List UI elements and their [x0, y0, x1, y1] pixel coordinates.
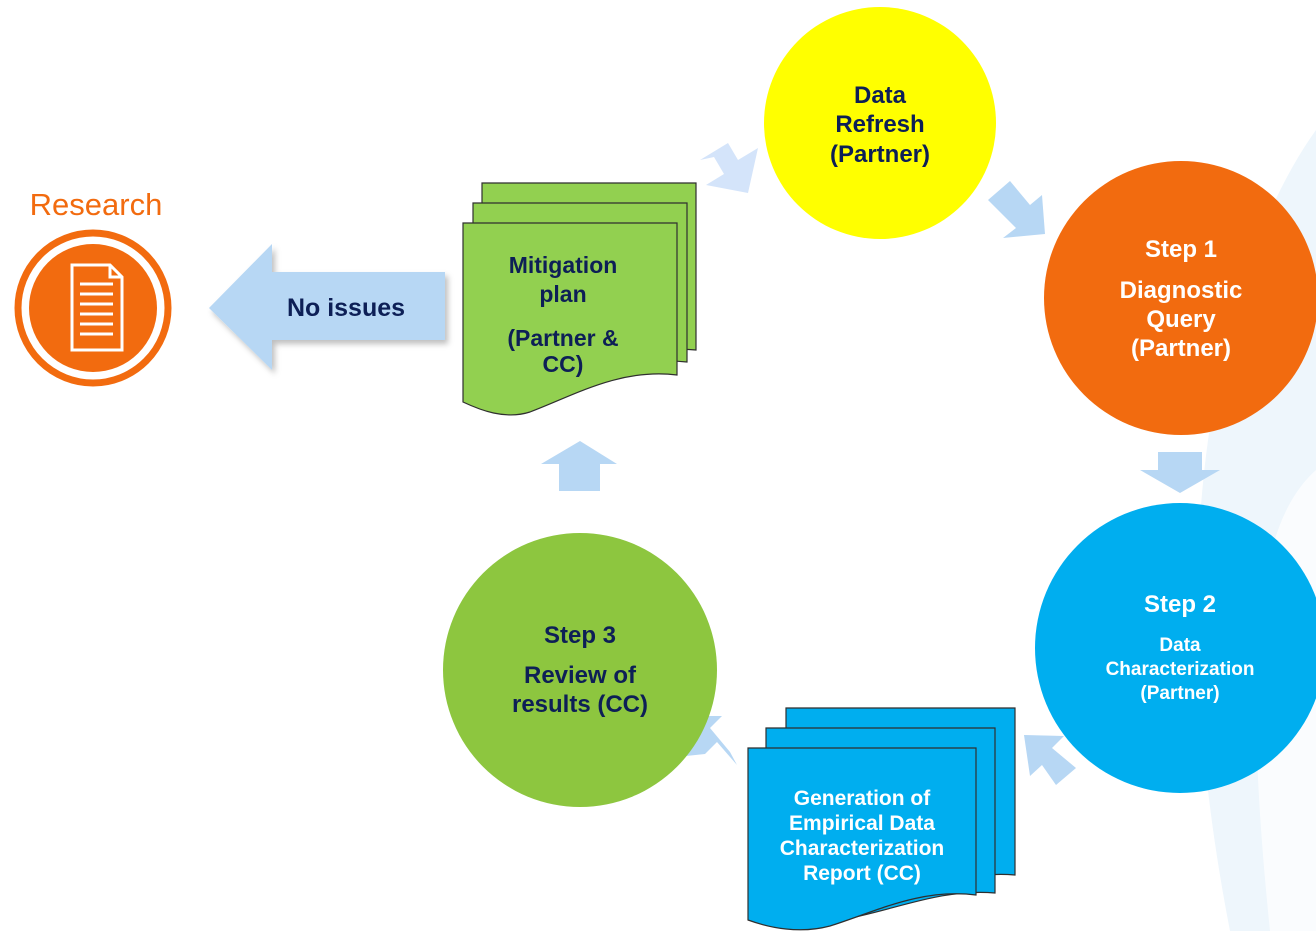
- step2-title: Step 2: [1144, 591, 1216, 618]
- step1-title: Step 1: [1145, 236, 1217, 263]
- data-refresh-circle: [764, 7, 996, 239]
- document-icon: [14, 229, 172, 387]
- report-line-1: Generation of: [794, 787, 932, 810]
- report-line-3: Characterization: [780, 837, 945, 860]
- step1-line-2: Query: [1146, 306, 1216, 333]
- arrow-to-step2: [1140, 452, 1220, 493]
- no-issues-label: No issues: [287, 294, 405, 322]
- step3-circle: [443, 533, 717, 807]
- mitigation-line-1: Mitigation: [509, 252, 618, 278]
- step1-line-1: Diagnostic: [1120, 277, 1243, 304]
- step2-circle: [1035, 503, 1316, 793]
- step3-line-1: Review of: [524, 662, 637, 689]
- arrow-to-mitigation: [541, 441, 617, 491]
- data-refresh-line-2: Refresh: [835, 111, 924, 138]
- step3-line-2: results (CC): [512, 691, 648, 718]
- arrow-to-step1: [988, 181, 1045, 238]
- mitigation-line-3: (Partner &: [507, 325, 618, 351]
- step2-line-3: (Partner): [1140, 683, 1219, 704]
- no-issues-arrow: [209, 244, 445, 370]
- arrow-to-data-refresh: [700, 143, 758, 193]
- step1-line-3: (Partner): [1131, 335, 1231, 362]
- step2-line-1: Data: [1159, 635, 1201, 656]
- mitigation-line-2: plan: [539, 281, 586, 307]
- step2-line-2: Characterization: [1106, 659, 1255, 680]
- data-refresh-line-1: Data: [854, 82, 907, 109]
- step1-circle: [1044, 161, 1316, 435]
- data-refresh-line-3: (Partner): [830, 141, 930, 168]
- arrow-to-report: [1024, 735, 1076, 785]
- report-line-2: Empirical Data: [789, 812, 935, 835]
- report-document: [747, 707, 1016, 931]
- mitigation-line-4: CC): [543, 351, 584, 377]
- research-label: Research: [30, 187, 163, 222]
- report-line-4: Report (CC): [803, 862, 921, 885]
- mitigation-plan-document: [462, 182, 697, 416]
- step3-title: Step 3: [544, 622, 616, 649]
